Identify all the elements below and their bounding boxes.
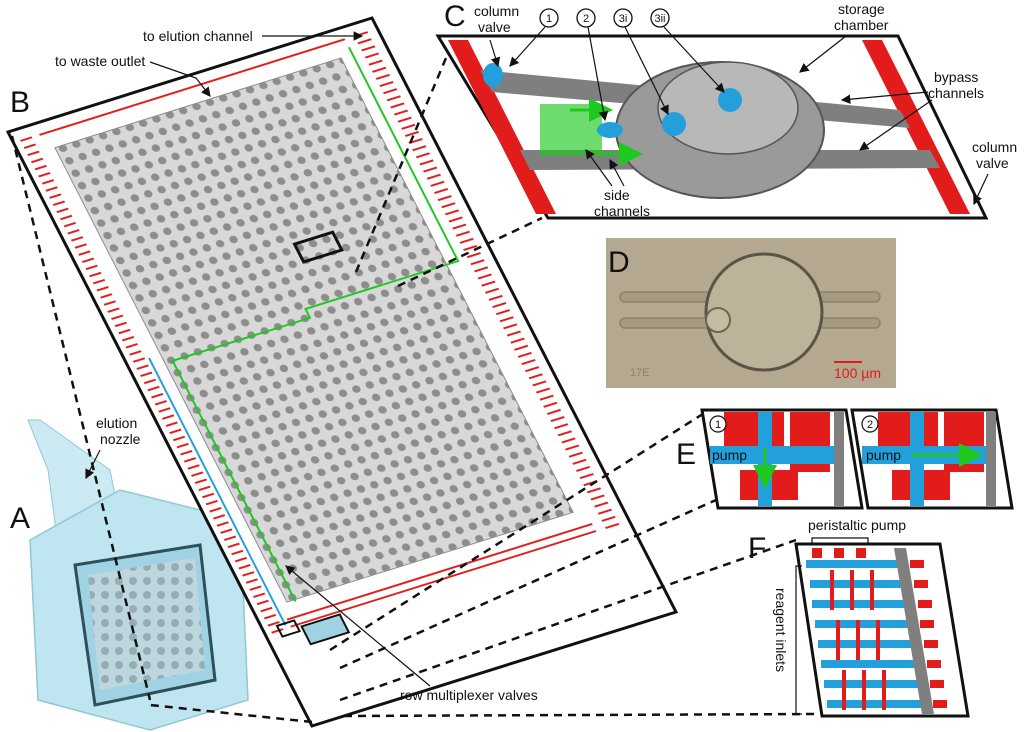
flow-line — [148, 357, 287, 626]
step-2-text: 2 — [583, 13, 589, 25]
pump-step-1-number: 1 — [715, 419, 721, 431]
valve-dot-1 — [483, 63, 503, 87]
reagent-inlets-bracket — [795, 565, 802, 715]
column-valve-label-top-line1: column — [474, 3, 519, 19]
pump-step-2-badge — [861, 415, 879, 433]
panel-c-letter: C — [444, 0, 466, 33]
waste-outlet-arrow — [149, 61, 211, 97]
pump-step-2-column — [986, 412, 996, 506]
bypass-channels-label-line2: channels — [928, 85, 984, 101]
peristaltic-pump-bracket — [811, 537, 869, 544]
step-marker-1: 1 — [509, 8, 559, 67]
inlet-box — [300, 613, 351, 646]
scale-bar-label: 100 µm — [834, 365, 881, 381]
side-channels-label-line2: channels — [594, 203, 650, 219]
valve-dot-3i — [662, 112, 686, 136]
pump-step-1-flow-h — [710, 446, 844, 464]
chamber-array — [54, 57, 574, 603]
micro-chamber — [704, 252, 824, 372]
panel-e: E 1 pump 2 pump — [676, 408, 1014, 510]
storage-chamber-label-line2: chamber — [834, 17, 889, 33]
bypass-arrow-bottom — [859, 99, 933, 151]
micro-bead — [705, 307, 731, 333]
valve-dot-3ii — [718, 88, 742, 112]
to-waste-outlet-label: to waste outlet — [55, 53, 145, 69]
row-multiplexer-arrow — [285, 565, 431, 687]
panel-a — [27, 419, 249, 731]
step-marker-3i: 3i — [613, 8, 669, 116]
column-valve-arrow-right — [973, 173, 989, 206]
control-lines-top — [37, 34, 348, 140]
reagent-inlet-rows — [806, 560, 927, 708]
row-multiplexer-valves-label: row multiplexer valves — [400, 687, 538, 703]
to-elution-channel-label: to elution channel — [143, 28, 253, 44]
control-lines-right — [353, 31, 623, 535]
storage-chamber-arrow — [799, 35, 847, 73]
column-valve-label-right-line2: valve — [976, 155, 1009, 171]
panel-b-letter: B — [10, 86, 30, 119]
peristaltic-pump-label: peristaltic pump — [808, 517, 906, 533]
step-marker-2: 2 — [576, 8, 609, 122]
panel-d: 100 µm 17E D — [606, 238, 896, 388]
reagent-inlets-label: reagent inlets — [773, 588, 789, 672]
side-channels-region — [540, 104, 602, 156]
pump-box — [275, 619, 302, 638]
panel-b: to elution channel to waste outlet row m… — [5, 16, 679, 728]
elution-nozzle-label-line2: nozzle — [100, 431, 141, 447]
reagent-valves — [812, 548, 947, 710]
control-lines-left — [20, 136, 287, 639]
panel-d-letter: D — [608, 246, 630, 279]
step-3ii-text: 3ii — [654, 13, 665, 25]
chip-array-texture — [88, 558, 205, 690]
step-1-text: 1 — [546, 13, 552, 25]
storage-chamber-label-line1: storage — [838, 1, 885, 17]
pump-step-1-valve-a — [724, 412, 784, 446]
bypass-channels-label-line1: bypass — [934, 69, 978, 85]
step-marker-3ii: 3ii — [650, 8, 725, 93]
column-valve-left — [448, 40, 556, 214]
side-channels-arrow-2 — [609, 158, 625, 187]
panel-f-letter: F — [748, 532, 766, 565]
selected-cell-box — [292, 230, 344, 264]
chip-id-label: 17E — [630, 367, 650, 379]
panel-f: F peristaltic pump reagent inlets — [748, 517, 970, 718]
pump-step-1-column — [834, 412, 844, 506]
panel-a-letter: A — [10, 502, 30, 535]
dashed-connectors — [10, 57, 821, 724]
pump-step-1-label: pump — [712, 447, 747, 463]
highlight-path — [171, 46, 460, 602]
pump-step-1-badge — [709, 415, 727, 433]
column-valve-right — [862, 40, 970, 214]
reagent-column — [894, 548, 934, 714]
pump-step-2-number: 2 — [867, 419, 873, 431]
step-3i-text: 3i — [619, 13, 628, 25]
pump-step-2-label: pump — [866, 447, 901, 463]
valve-dot-2 — [597, 122, 623, 138]
panel-e-letter: E — [676, 438, 696, 471]
column-valve-label-right-line1: column — [972, 139, 1017, 155]
control-lines-bottom — [284, 519, 597, 628]
column-valve-arrow-top — [489, 39, 501, 68]
panel-c: C column valve 1 2 3i 3ii storage chambe… — [435, 0, 1017, 220]
side-channels-label-line1: side — [604, 187, 630, 203]
elution-nozzle-label-line1: elution — [96, 415, 137, 431]
bypass-arrow-top — [840, 91, 929, 105]
pump-step-2-valve-a — [878, 412, 938, 446]
side-channels-arrow-1 — [585, 149, 613, 187]
column-valve-label-top-line2: valve — [478, 19, 511, 35]
